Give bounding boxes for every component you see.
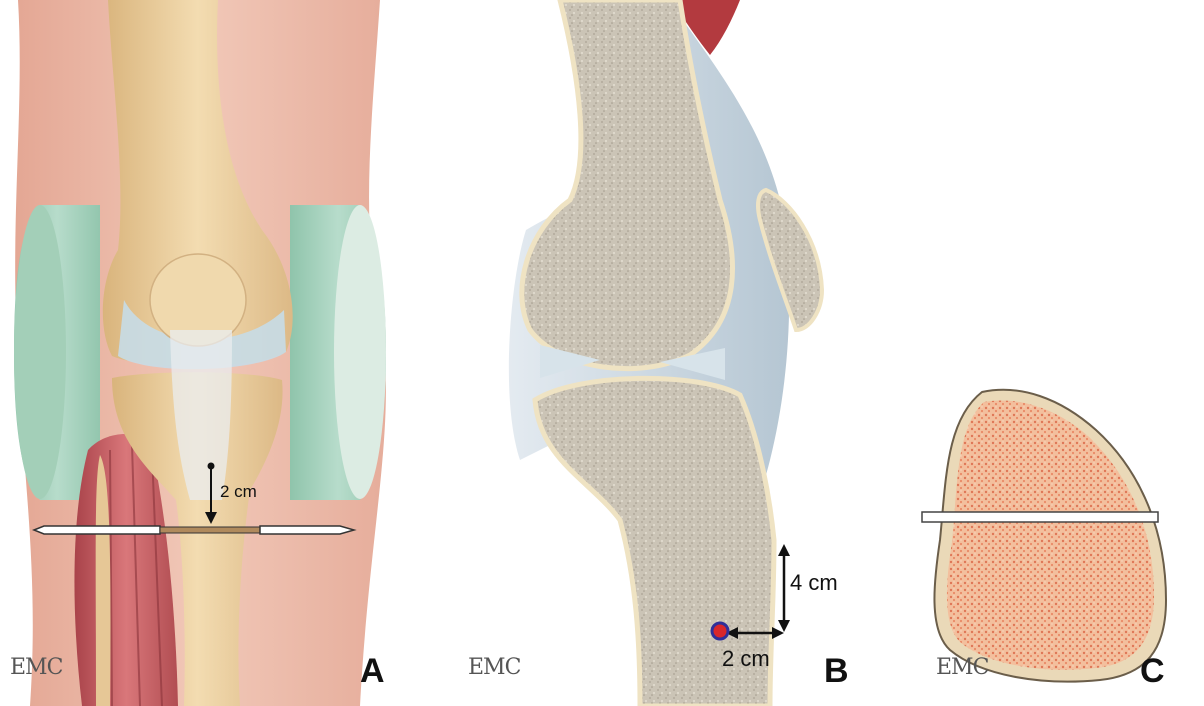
panel-c-tibia-cross-section: EMC C [900, 0, 1204, 706]
transverse-pin-section [922, 512, 1158, 522]
anterior-knee-illustration [0, 0, 420, 706]
tibia-marrow [947, 400, 1154, 669]
panel-letter-a: A [360, 652, 385, 691]
tibia-cross-section-illustration [900, 0, 1204, 706]
panel-letter-b: B [824, 652, 849, 691]
emc-logo-c: EMC [936, 655, 988, 680]
panel-a-anterior-knee: 2 cm EMC A [0, 0, 420, 706]
panel-b-sagittal-knee: 4 cm 2 cm EMC B [440, 0, 880, 706]
panel-letter-c: C [1140, 652, 1165, 691]
measurement-label-vertical: 4 cm [790, 570, 838, 596]
emc-logo-a: EMC [10, 655, 62, 680]
entry-point-marker [712, 623, 728, 639]
measurement-arrow-vertical [778, 544, 790, 632]
sagittal-knee-illustration [440, 0, 880, 706]
measurement-label-horizontal: 2 cm [722, 646, 770, 672]
measurement-label-a: 2 cm [220, 482, 257, 502]
emc-logo-b: EMC [468, 655, 520, 680]
transverse-pin [34, 526, 354, 534]
